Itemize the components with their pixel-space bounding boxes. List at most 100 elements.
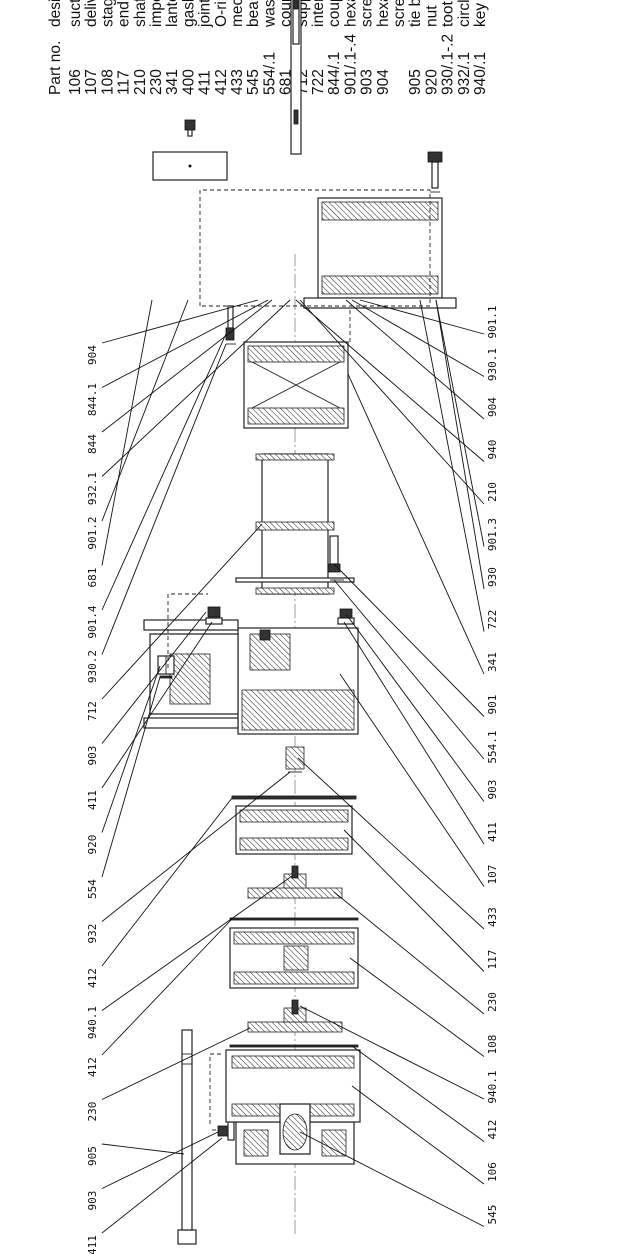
hexagon-screw-901-3 (427, 151, 443, 189)
legend-designation: circlip (456, 0, 473, 27)
suction-casing-106 (209, 1049, 361, 1165)
legend-designation: washer (261, 0, 278, 28)
callout-leader (101, 299, 189, 522)
callout-label: 412 (86, 968, 99, 988)
callout-label: 230 (486, 992, 499, 1012)
callout-label: 411 (486, 822, 499, 842)
legend-designation: lantern (164, 0, 181, 27)
callout-leader (101, 875, 293, 1011)
callout-leader (101, 665, 161, 833)
callout-label: 905 (86, 1146, 99, 1166)
legend-part-no: 107 (83, 69, 100, 95)
legend-designation: mechanical seal (229, 0, 246, 27)
callout-label: 545 (486, 1205, 499, 1225)
callout-label: 903 (86, 1191, 99, 1211)
callout-leader (349, 957, 485, 1057)
legend-part-no: 722 (310, 69, 327, 95)
legend-part-no: 230 (148, 69, 165, 95)
legend-designation: impeller (148, 0, 165, 27)
legend-part-no: 920 (423, 69, 440, 95)
legend-designation: end stage casing (116, 0, 133, 27)
callout-label: 844 (86, 434, 99, 454)
callout-leader (101, 771, 291, 922)
callout-leader (101, 299, 273, 433)
callout-label: 230 (86, 1102, 99, 1122)
impeller-230-upper (247, 865, 343, 899)
callout-label: 433 (486, 907, 499, 927)
callout-leader (359, 299, 485, 335)
callout-label: 341 (486, 652, 499, 672)
end-stage-casing-117 (235, 805, 353, 855)
callout-label: 117 (486, 950, 499, 970)
legend-designation: delivery casing (83, 0, 100, 27)
callout-leader (339, 673, 485, 887)
callout-label: 412 (486, 1120, 499, 1140)
legend-part-no: 411 (197, 70, 214, 95)
callout-label: 920 (86, 835, 99, 855)
callout-label: 904 (486, 397, 499, 417)
legend-part-no: 117 (116, 70, 133, 95)
callout-leader (101, 611, 207, 744)
callout-leader (299, 1005, 485, 1100)
callout-leader (299, 1131, 485, 1227)
o-ring-412-b (229, 917, 359, 921)
hexagon-screw-901 (327, 535, 341, 573)
legend-part-no: 400 (180, 69, 197, 95)
callout-leader (101, 299, 269, 388)
callout-leader (419, 299, 485, 632)
support-column-712 (235, 453, 355, 595)
legend-designation: screw (391, 0, 408, 27)
screwed-plug-903-bottom (217, 1121, 235, 1141)
callout-leader (333, 563, 485, 717)
legend-designation: O-ring (213, 0, 230, 27)
legend-designation: gasket (180, 0, 197, 27)
legend-designation: joint ring (197, 0, 214, 28)
screwed-plug-903-left (167, 593, 223, 668)
legend-designation: nut (423, 5, 440, 27)
callout-leader (351, 299, 485, 377)
callout-leader (101, 299, 291, 477)
callout-label: 904 (86, 345, 99, 365)
callout-label: 901.1 (486, 305, 499, 338)
intermediate-flange-722 (303, 197, 457, 309)
callout-leader (101, 1137, 223, 1234)
legend-part-no: 905 (407, 69, 424, 95)
shaft-210 (290, 0, 302, 155)
legend-part-no: 904 (375, 69, 392, 95)
callout-label: 940 (486, 440, 499, 460)
callout-leader (435, 299, 485, 590)
callout-label: 106 (486, 1162, 499, 1182)
callout-leader (101, 797, 233, 967)
impeller-230-lower (247, 999, 343, 1033)
callout-leader (101, 1143, 185, 1155)
callout-leader (101, 1131, 219, 1189)
pump-assembly (143, 0, 457, 1245)
legend-designation: hexagon socket set (375, 0, 392, 27)
callout-label: 901.3 (486, 518, 499, 551)
legend-part-no: 412 (213, 69, 230, 95)
legend-part-no: 901/.1-.4 (342, 33, 359, 95)
legend-part-no: 341 (164, 69, 181, 95)
callout-label: 108 (486, 1035, 499, 1055)
callout-leader (347, 373, 485, 675)
legend-designation: tooth lock washer (440, 0, 457, 27)
callout-leader (295, 299, 485, 462)
callout-label: 901 (486, 695, 499, 715)
callout-label: 210 (486, 482, 499, 502)
callout-leader (297, 757, 485, 930)
stage-casing-108 (229, 927, 359, 989)
legend-header-part-no: Part no. (47, 41, 64, 95)
legend-designation: bearing bush (245, 0, 262, 27)
callout-label: 411 (86, 790, 99, 810)
callout-label: 932 (86, 924, 99, 944)
callout-label: 554 (86, 879, 99, 899)
callout-leader (101, 918, 233, 1056)
callout-leader (345, 299, 485, 420)
callout-label: 932.1 (86, 472, 99, 505)
legend-part-no: 554/.1 (261, 52, 278, 95)
callout-leader (101, 299, 153, 566)
tie-bolt-905 (177, 1029, 197, 1245)
parts-legend: Part no. designation 106suction casing10… (47, 0, 489, 95)
legend-designation: coupling guard (326, 0, 343, 27)
legend-designation: stage casing (99, 0, 116, 27)
